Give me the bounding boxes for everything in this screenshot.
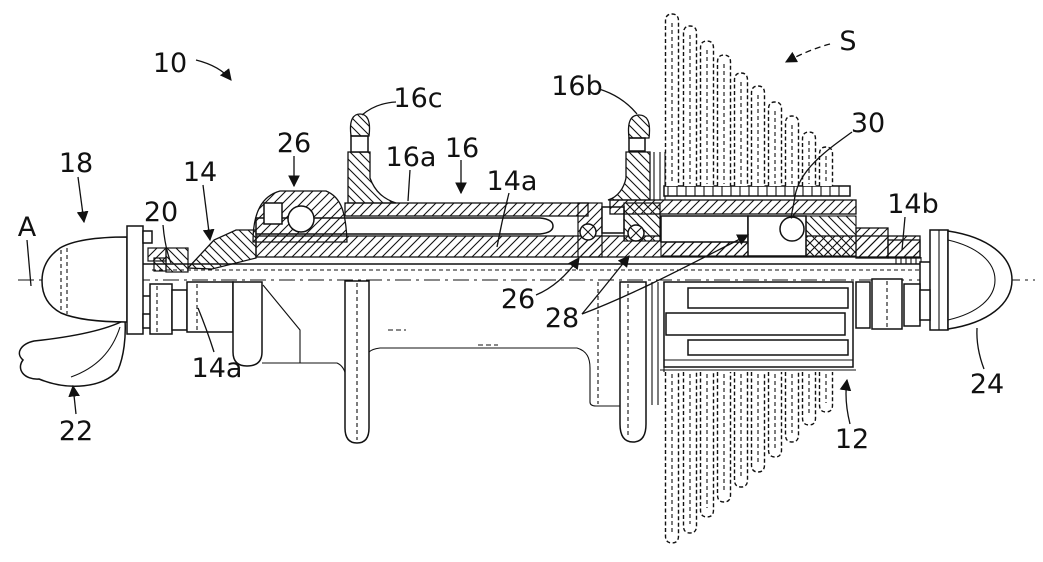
label-20-text: 20 <box>144 197 178 228</box>
end-cap <box>930 230 1012 330</box>
label-24: 24 <box>970 328 1004 400</box>
label-S-text: S <box>839 26 856 57</box>
right-flange-cap <box>628 115 649 138</box>
label-16a-text: 16a <box>386 142 437 173</box>
label-16b: 16b <box>551 71 637 114</box>
label-A-text: A <box>18 212 37 243</box>
label-18-text: 18 <box>59 148 93 179</box>
label-22-text: 22 <box>59 416 93 447</box>
label-22: 22 <box>59 386 93 447</box>
label-10-text: 10 <box>153 48 187 79</box>
right-flange-tower <box>608 152 650 200</box>
sprocket-teeth-upper <box>666 14 833 186</box>
label-14-text: 14 <box>183 157 217 188</box>
freehub-body <box>664 282 853 367</box>
end-cap-dome <box>948 231 1012 329</box>
quick-release-assembly <box>19 226 152 386</box>
clutch-box <box>661 216 748 242</box>
sprocket-teeth-lower <box>666 372 833 543</box>
qr-flange-step-top <box>143 231 152 243</box>
label-26-upper: 26 <box>277 128 311 186</box>
right-locknut <box>856 228 920 258</box>
label-14: 14 <box>183 157 217 240</box>
label-16: 16 <box>445 133 479 193</box>
label-26-lower-text: 26 <box>501 284 535 315</box>
label-28-text: 28 <box>545 303 579 334</box>
seal-ring-inner <box>154 258 166 271</box>
qr-cam-housing <box>42 237 127 322</box>
label-S: S <box>786 26 857 62</box>
label-24-text: 24 <box>970 369 1004 400</box>
qr-flange <box>127 226 143 334</box>
label-26-upper-text: 26 <box>277 128 311 159</box>
left-bearing-ball <box>288 206 314 232</box>
label-16c-text: 16c <box>393 83 442 114</box>
label-30-text: 30 <box>851 108 885 139</box>
label-16a: 16a <box>386 142 437 201</box>
label-10: 10 <box>153 48 231 80</box>
sprocket-carrier-lower <box>652 282 664 405</box>
drawing <box>18 14 1035 543</box>
freehub-shell-band <box>610 200 856 214</box>
right-spoke-flange <box>620 282 646 442</box>
label-16c: 16c <box>362 83 443 115</box>
axle-shoulder-wedge <box>188 230 256 269</box>
right-bearing-ball <box>780 217 804 241</box>
shell-barrel-section <box>345 203 588 216</box>
label-A: A <box>18 212 37 286</box>
label-12: 12 <box>835 380 869 455</box>
label-12-text: 12 <box>835 424 869 455</box>
label-14a-lower-text: 14a <box>192 353 243 384</box>
label-18: 18 <box>59 148 93 222</box>
left-flange-window <box>351 136 368 152</box>
label-14b-text: 14b <box>887 189 939 220</box>
label-14a-upper-text: 14a <box>487 166 538 197</box>
right-flange-window <box>629 138 645 151</box>
left-bearing <box>253 191 347 242</box>
left-flange-cap <box>350 114 369 136</box>
sprocket-cluster <box>660 14 856 543</box>
label-16-text: 16 <box>445 133 479 164</box>
label-16b-text: 16b <box>551 71 603 102</box>
sprocket-base <box>664 186 850 196</box>
left-bearing-cup <box>264 203 282 224</box>
